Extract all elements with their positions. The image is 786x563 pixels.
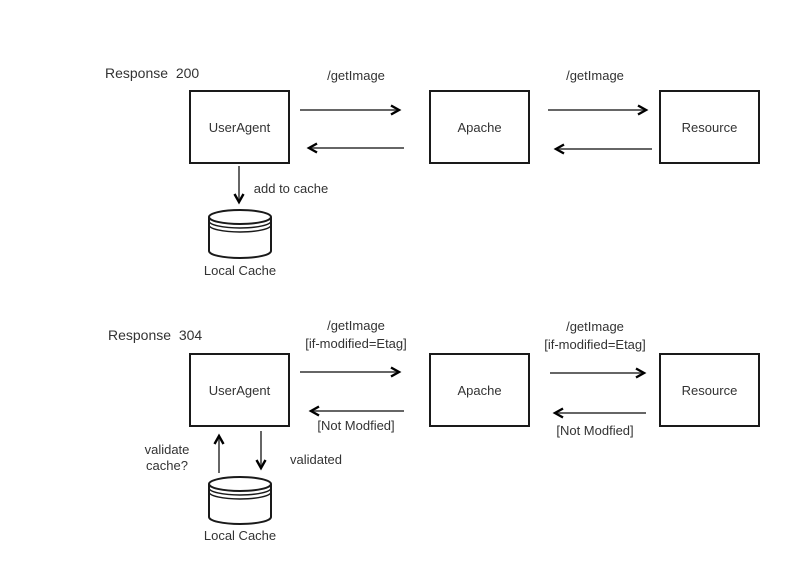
node-apache-304: Apache [429, 353, 530, 427]
node-local-cache-304-label: Local Cache [203, 528, 277, 543]
edge-label-ifmodified-apache-resource-304-line2: [if-modified=Etag] [544, 337, 646, 352]
node-resource-200-label: Resource [681, 119, 738, 135]
node-apache-200: Apache [429, 90, 530, 164]
local-cache-cylinder-304 [208, 476, 272, 525]
node-useragent-304: UserAgent [189, 353, 290, 427]
edge-label-getimage-apache-resource-200: /getImage [566, 68, 624, 83]
node-useragent-304-label: UserAgent [208, 382, 271, 398]
edge-label-ifmodified-ua-apache-304-line2: [if-modified=Etag] [305, 336, 407, 351]
edge-label-getimage-apache-resource-304-line1: /getImage [566, 319, 624, 334]
node-apache-304-label: Apache [457, 382, 502, 398]
node-useragent-200: UserAgent [189, 90, 290, 164]
edge-label-not-modified-right: [Not Modfied] [556, 423, 634, 438]
edge-label-getimage-ua-apache-304-line1: /getImage [327, 318, 385, 333]
node-resource-304-label: Resource [681, 382, 738, 398]
edge-label-getimage-ua-apache-200: /getImage [327, 68, 385, 83]
node-useragent-200-label: UserAgent [208, 119, 271, 135]
node-resource-200: Resource [659, 90, 760, 164]
local-cache-cylinder-200 [208, 209, 272, 259]
node-apache-200-label: Apache [457, 119, 502, 135]
section-title-response-200: Response 200 [105, 65, 200, 81]
edge-label-validated: validated [289, 452, 343, 467]
edge-label-add-to-cache: add to cache [253, 181, 329, 196]
edge-label-validate-cache: validate cache? [144, 442, 190, 473]
node-local-cache-200-label: Local Cache [203, 263, 277, 278]
section-title-response-304: Response 304 [108, 327, 203, 343]
edge-label-not-modified-left: [Not Modfied] [317, 418, 395, 433]
node-resource-304: Resource [659, 353, 760, 427]
